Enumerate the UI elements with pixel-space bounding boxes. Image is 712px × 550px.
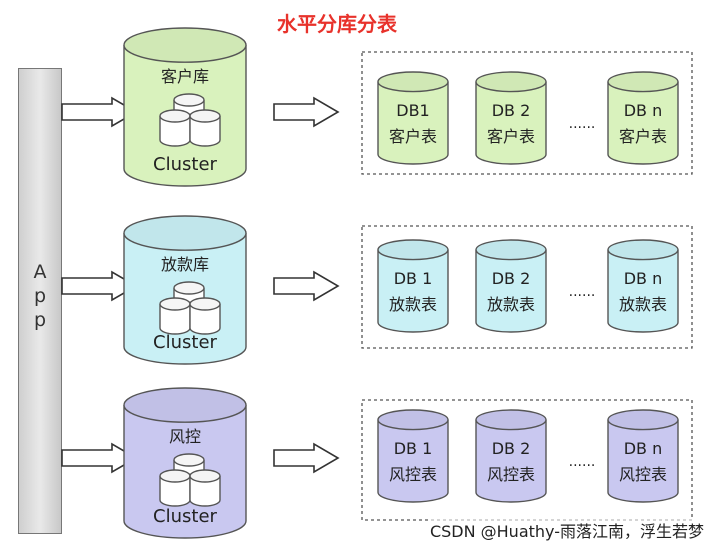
risk-to-tables-arrow bbox=[273, 442, 340, 474]
loan-db-name: 放款库 bbox=[161, 255, 209, 274]
customer-table-name: 客户表 bbox=[389, 127, 437, 146]
row-customer: 客户库 Cluster DB1 客户表 DB 2 客户表 DB n 客户表...... bbox=[61, 27, 693, 187]
loan-table-name: 放款表 bbox=[487, 295, 535, 314]
customer-cluster-node bbox=[189, 109, 221, 147]
app-label-char: p bbox=[33, 285, 47, 307]
row-risk: 风控 Cluster DB 1 风控表 DB 2 风控表 DB n 风控表...... bbox=[61, 387, 693, 539]
row-loan: 放款库 Cluster DB 1 放款表 DB 2 放款表 DB n 放款表...... bbox=[61, 215, 693, 365]
customer-table-db: DB n bbox=[624, 101, 663, 120]
risk-table-cylinder bbox=[607, 409, 679, 503]
risk-cluster-node bbox=[189, 469, 221, 507]
loan-table-db: DB 2 bbox=[492, 269, 531, 288]
customer-cluster-label: Cluster bbox=[153, 154, 217, 175]
risk-cluster-label: Cluster bbox=[153, 506, 217, 527]
customer-to-tables-arrow bbox=[273, 96, 340, 128]
loan-table-name: 放款表 bbox=[619, 295, 667, 314]
loan-table-name: 放款表 bbox=[389, 295, 437, 314]
customer-table-db: DB1 bbox=[396, 101, 429, 120]
risk-table-name: 风控表 bbox=[619, 465, 667, 484]
customer-db-name: 客户库 bbox=[161, 67, 209, 86]
loan-table-cylinder bbox=[475, 239, 547, 333]
risk-cluster-node bbox=[159, 469, 191, 507]
risk-table-cylinder bbox=[475, 409, 547, 503]
risk-table-cylinder bbox=[377, 409, 449, 503]
customer-table-name: 客户表 bbox=[487, 127, 535, 146]
app-label-char: A bbox=[33, 261, 47, 283]
loan-cluster-label: Cluster bbox=[153, 332, 217, 353]
loan-table-cylinder bbox=[607, 239, 679, 333]
customer-table-cylinder bbox=[377, 71, 449, 165]
customer-ellipsis: ...... bbox=[569, 116, 596, 132]
app-label-char: p bbox=[33, 309, 47, 331]
risk-table-db: DB 1 bbox=[394, 439, 433, 458]
loan-ellipsis: ...... bbox=[569, 284, 596, 300]
customer-cluster-node bbox=[159, 109, 191, 147]
loan-table-db: DB 1 bbox=[394, 269, 433, 288]
customer-table-name: 客户表 bbox=[619, 127, 667, 146]
watermark: CSDN @Huathy-雨落江南，浮生若梦 bbox=[429, 518, 704, 542]
customer-table-db: DB 2 bbox=[492, 101, 531, 120]
diagram-title: 水平分库分表 bbox=[277, 12, 397, 36]
customer-table-cylinder bbox=[475, 71, 547, 165]
risk-table-db: DB 2 bbox=[492, 439, 531, 458]
customer-table-cylinder bbox=[607, 71, 679, 165]
loan-cluster-node bbox=[159, 297, 191, 335]
risk-ellipsis: ...... bbox=[569, 454, 596, 470]
risk-table-name: 风控表 bbox=[389, 465, 437, 484]
risk-table-name: 风控表 bbox=[487, 465, 535, 484]
loan-tables-box bbox=[361, 225, 693, 349]
loan-table-cylinder bbox=[377, 239, 449, 333]
customer-tables-box bbox=[361, 51, 693, 175]
loan-table-db: DB n bbox=[624, 269, 663, 288]
risk-table-db: DB n bbox=[624, 439, 663, 458]
app-bar bbox=[18, 68, 62, 534]
loan-cluster-node bbox=[189, 297, 221, 335]
risk-db-name: 风控 bbox=[169, 427, 201, 446]
loan-to-tables-arrow bbox=[273, 270, 340, 302]
